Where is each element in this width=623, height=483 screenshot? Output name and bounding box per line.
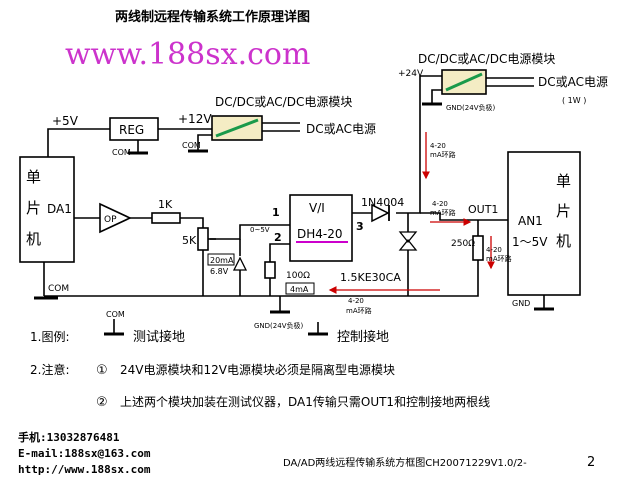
loop-2b: mA环路 — [430, 208, 456, 217]
mcu-left-name: DA1 — [47, 202, 72, 216]
wire-power-top — [486, 77, 534, 87]
legend-test-ground: 测试接地 — [133, 329, 185, 345]
gnd-right: GND — [512, 299, 530, 308]
legend-heading: 1.图例: — [30, 330, 70, 344]
wire-out1 — [420, 212, 508, 221]
wire-1k-pot — [180, 217, 204, 228]
power-top-label: DC或AC电源 — [538, 75, 608, 89]
range-0-5v: 0~5V — [250, 226, 270, 234]
module-top-label: DC/DC或AC/DC电源模块 — [418, 52, 555, 66]
note-heading: 2.注意: — [30, 362, 70, 377]
pot-5k — [197, 227, 209, 251]
footer-caption: DA/AD两线远程传输系统方框图CH20071229V1.0/2- — [283, 456, 527, 469]
tvs-label: 1.5KE30CA — [340, 271, 401, 284]
pin-2: 2 — [274, 231, 282, 244]
com-reg: COM — [112, 148, 131, 157]
reg-box — [109, 117, 159, 141]
module-mid-label: DC/DC或AC/DC电源模块 — [215, 95, 352, 109]
box-20ma — [207, 253, 235, 266]
note-2-mark: ② — [96, 395, 108, 410]
note-2: 上述两个模块加装在测试仪器，DA1传输只需OUT1和控制接地两根线 — [120, 394, 490, 409]
mcu-right-box — [507, 151, 581, 296]
r100-label: 100Ω — [286, 271, 310, 281]
mcu-left-char-1: 单 — [26, 168, 41, 186]
legend-control-ground: 控制接地 — [337, 329, 389, 345]
op-label: OP — [104, 215, 117, 225]
wire-250 — [440, 220, 479, 297]
label-20ma: 20mA — [210, 256, 234, 265]
resistor-250 — [472, 235, 484, 261]
loop-4b: mA环路 — [346, 306, 372, 315]
diode-label: 1N4004 — [361, 196, 404, 209]
gnd-24v-bottom: GND(24V负极) — [254, 321, 303, 330]
loop-1: 4-20 — [430, 142, 446, 150]
wire-power-mid — [262, 122, 300, 132]
module-top-stripe — [445, 72, 483, 92]
mcu-left-char-3: 机 — [26, 230, 41, 248]
mcu-left-char-2: 片 — [26, 199, 41, 217]
r1k-label: 1K — [158, 198, 173, 211]
mcu-left-box — [19, 156, 75, 263]
footer-phone: 手机:13032876481 — [18, 430, 120, 444]
wire-5v — [47, 128, 110, 157]
pot-5k-label: 5K — [182, 234, 197, 247]
note-1-mark: ① — [96, 363, 108, 378]
note-1: 24V电源模块和12V电源模块必须是隔离型电源模块 — [120, 362, 395, 377]
diode-1n4004-symbol — [371, 203, 390, 223]
com-module: COM — [182, 141, 201, 150]
footer-email: E-mail:188sx@163.com — [18, 447, 151, 460]
mcu-right-name: AN1 — [518, 214, 543, 228]
mcu-right-char-2: 片 — [556, 202, 571, 220]
loop-4: 4-20 — [348, 297, 364, 305]
r250-label: 250Ω — [451, 239, 475, 249]
wire-24v-gnd — [431, 89, 442, 103]
zener-symbol — [232, 256, 248, 271]
out1-label: OUT1 — [468, 203, 498, 216]
power-mid-label: DC或AC电源 — [306, 122, 376, 136]
wire-pin1 — [210, 224, 290, 240]
pin-3: 3 — [356, 220, 364, 233]
vi-converter-box — [289, 194, 353, 262]
box-4ma — [285, 282, 315, 295]
mcu-right-range: 1～5V — [512, 235, 548, 249]
loop-3b: mA环路 — [486, 254, 512, 263]
reg-label: REG — [119, 123, 144, 137]
wires — [43, 75, 545, 308]
wire-module-com — [197, 134, 212, 150]
mcu-right-char-1: 单 — [556, 172, 571, 190]
footer-url: http://www.188sx.com — [18, 463, 151, 476]
label-4ma: 4mA — [290, 285, 309, 294]
chip-label: DH4-20 — [297, 227, 343, 241]
diagram-title: 两线制远程传输系统工作原理详图 — [115, 9, 310, 25]
wire-pin2 — [269, 243, 290, 296]
gnd-24v-top: GND(24V负极) — [446, 103, 495, 112]
label-plus5v: +5V — [52, 114, 79, 128]
power-top-watt: ( 1W ) — [562, 96, 586, 105]
resistor-100 — [264, 261, 276, 279]
com-legend: COM — [106, 310, 125, 319]
label-zener: 6.8V — [210, 267, 229, 276]
loop-3: 4-20 — [486, 246, 502, 254]
resistor-1k — [151, 212, 181, 224]
loop-annotations: 4-20 mA环路 4-20 mA环路 4-20 mA环路 4-20 mA环路 — [328, 132, 512, 315]
label-plus12v: +12V — [178, 112, 212, 126]
footer-page: 2 — [587, 455, 595, 470]
module-mid-stripe — [215, 118, 259, 138]
loop-2: 4-20 — [432, 200, 448, 208]
tvs-symbol — [398, 231, 418, 251]
mcu-right-char-3: 机 — [556, 232, 571, 250]
label-plus24v: +24V — [398, 69, 424, 79]
op-amp-symbol — [99, 202, 132, 234]
wire-24v — [419, 75, 442, 203]
watermark-url: www.188sx.com — [65, 37, 310, 72]
vi-label: V/I — [309, 201, 325, 215]
pin-1: 1 — [272, 206, 280, 219]
com-mcu: COM — [48, 284, 69, 294]
loop-1b: mA环路 — [430, 150, 456, 159]
